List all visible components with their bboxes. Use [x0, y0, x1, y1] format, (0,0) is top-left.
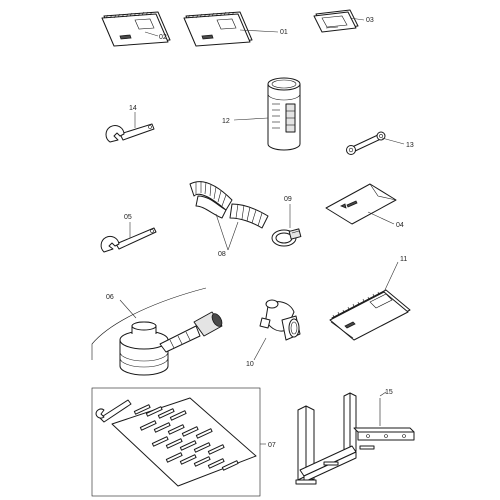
label-05: 05: [124, 214, 132, 221]
wrench-row-3: [151, 436, 225, 455]
label-15: 15: [385, 389, 393, 396]
wrench-row-1: [133, 404, 187, 421]
label-07: 07: [268, 442, 276, 449]
label-11: 11: [400, 256, 407, 263]
envelope-04: [325, 183, 397, 225]
manual-booklet-11: [329, 289, 411, 341]
wrench-set-07: [91, 387, 261, 497]
label-14: 14: [129, 105, 137, 112]
spanner-14: [105, 123, 155, 143]
label-01: 01: [280, 29, 288, 36]
coupling-10: [259, 299, 301, 341]
canister-12: [267, 77, 301, 151]
label-12: 12: [222, 118, 230, 125]
corrugated-hose-08: [189, 181, 269, 229]
label-08: 08: [218, 251, 226, 258]
label-09: 09: [284, 196, 292, 203]
booklet-03: [313, 9, 359, 33]
strainer-assembly-06: [91, 287, 223, 376]
wrench-row-2: [139, 420, 213, 439]
label-03: 03: [366, 17, 374, 24]
label-06: 06: [106, 294, 114, 301]
manual-booklet-02: [101, 11, 171, 47]
label-10: 10: [246, 361, 254, 368]
wrench-row-4: [165, 452, 239, 471]
hose-clamp-09: [271, 228, 302, 247]
wrench-13: [346, 131, 386, 155]
label-02: 02: [159, 34, 167, 41]
support-frame-15: [295, 392, 415, 485]
label-04: 04: [396, 222, 404, 229]
manual-booklet-01: [183, 11, 253, 47]
spanner-05: [100, 227, 157, 253]
label-13: 13: [406, 142, 414, 149]
